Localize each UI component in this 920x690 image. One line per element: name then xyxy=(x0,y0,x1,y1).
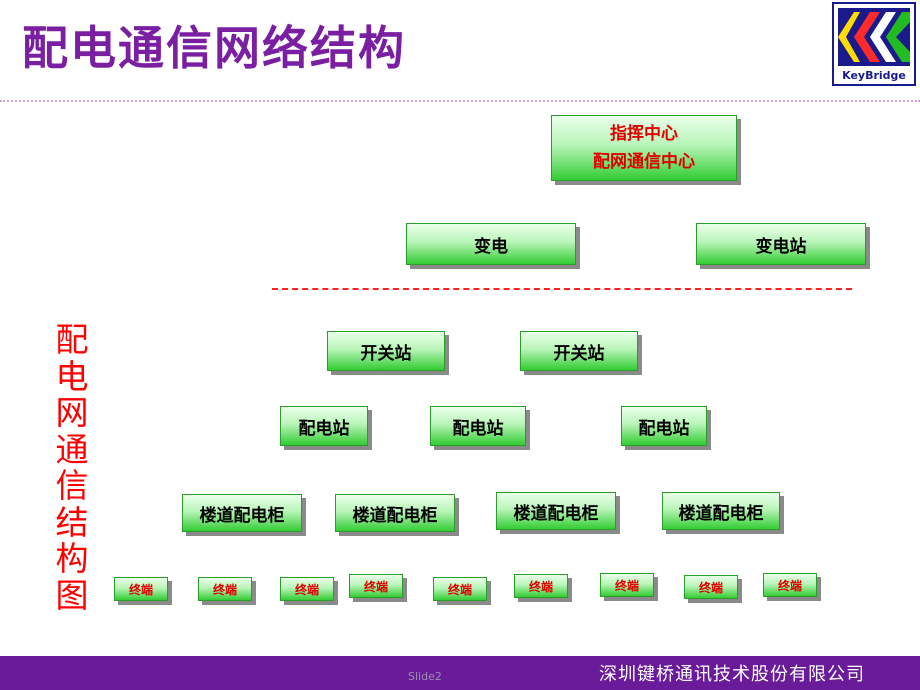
corridor-cabinet-node: 楼道配电柜 xyxy=(182,494,302,532)
terminal-node: 终端 xyxy=(763,573,817,597)
hq-line2: 配网通信中心 xyxy=(593,152,695,172)
slide-number: Slide2 xyxy=(408,670,442,683)
logo-chevrons-icon xyxy=(838,8,910,66)
terminal-node: 终端 xyxy=(684,575,738,599)
command-center-node: 指挥中心 配网通信中心 xyxy=(551,115,737,181)
corridor-cabinet-node: 楼道配电柜 xyxy=(496,492,616,530)
terminal-node: 终端 xyxy=(114,577,168,601)
switch-station-node: 开关站 xyxy=(520,331,638,371)
page-title: 配电通信网络结构 xyxy=(22,21,406,75)
keybridge-logo: KeyBridge xyxy=(832,2,916,86)
distribution-station-node: 配电站 xyxy=(430,406,526,446)
hq-line1: 指挥中心 xyxy=(610,124,678,144)
terminal-node: 终端 xyxy=(198,577,252,601)
terminal-node: 终端 xyxy=(280,577,334,601)
network-boundary-line xyxy=(272,288,852,290)
substation-node: 变电站 xyxy=(696,223,866,265)
footer-company-name: 深圳键桥通讯技术股份有限公司 xyxy=(599,664,865,685)
terminal-node: 终端 xyxy=(349,574,403,598)
terminal-node: 终端 xyxy=(433,577,487,601)
distribution-station-node: 配电站 xyxy=(621,406,707,446)
footer-bar: 深圳键桥通讯技术股份有限公司 xyxy=(0,656,920,690)
title-divider xyxy=(0,100,920,102)
corridor-cabinet-node: 楼道配电柜 xyxy=(662,492,780,530)
terminal-node: 终端 xyxy=(514,574,568,598)
switch-station-node: 开关站 xyxy=(327,331,445,371)
distribution-station-node: 配电站 xyxy=(280,406,368,446)
substation-node: 变电 xyxy=(406,223,576,265)
logo-text: KeyBridge xyxy=(842,69,906,82)
side-vertical-label: 配 电 网 通 信 结 构 图 xyxy=(55,320,89,615)
corridor-cabinet-node: 楼道配电柜 xyxy=(335,494,455,532)
terminal-node: 终端 xyxy=(600,573,654,597)
